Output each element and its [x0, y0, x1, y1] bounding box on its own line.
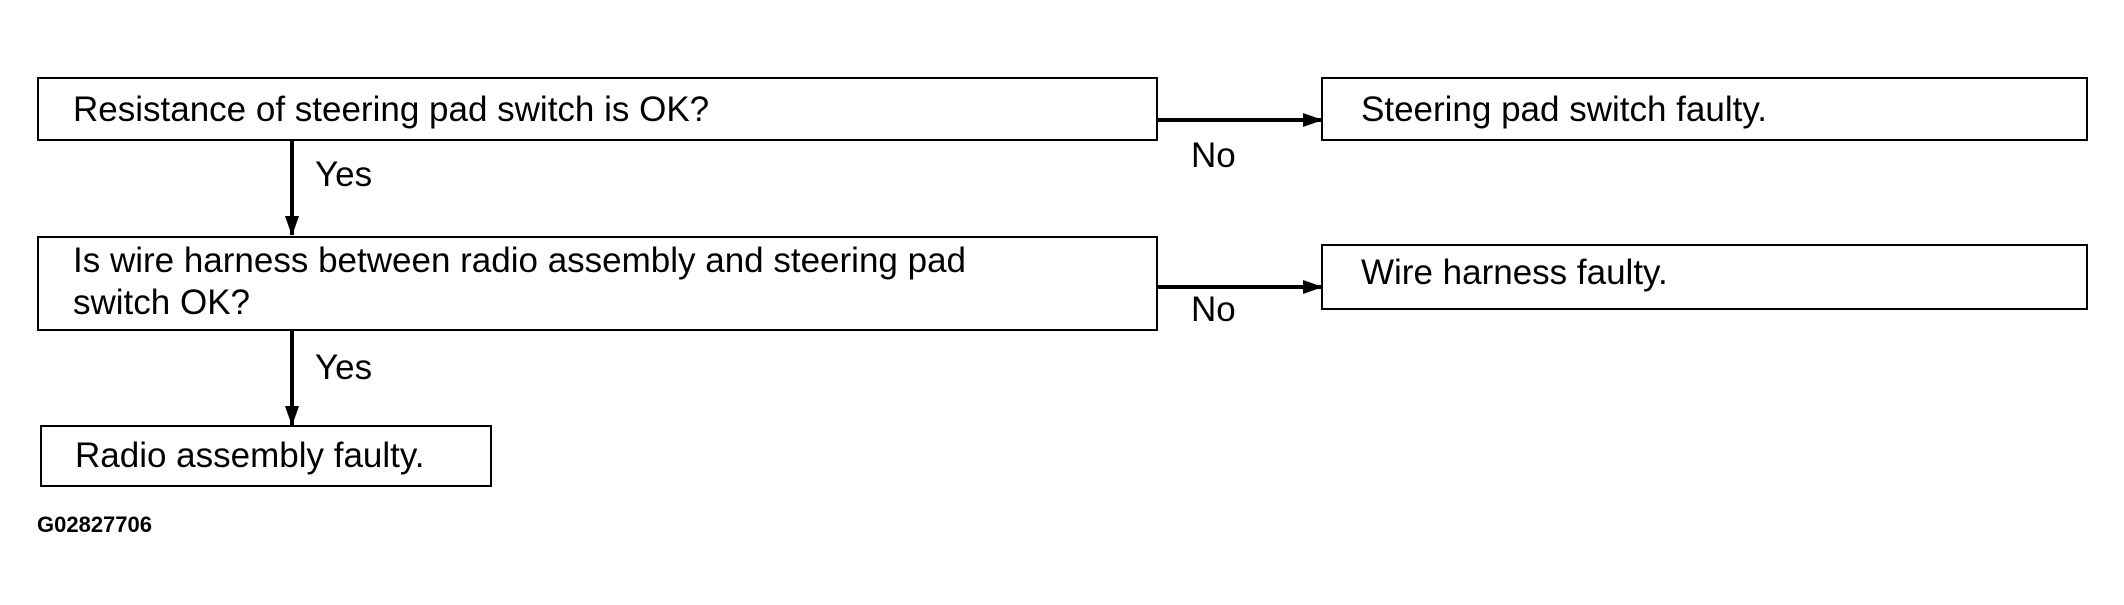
figure-code: G02827706 — [37, 512, 152, 537]
node-q1-text: Resistance of steering pad switch is OK? — [73, 90, 710, 129]
edge-q2-no-label: No — [1191, 290, 1236, 329]
edge-q1-yes-label: Yes — [315, 155, 373, 194]
node-q2-text: Is wire harness between radio assembly a… — [73, 241, 966, 322]
edge-q2-yes-label: Yes — [315, 348, 373, 387]
node-q2-box: Is wire harness between radio assembly a… — [37, 236, 1158, 331]
edge-q1-no-label: No — [1191, 136, 1236, 175]
node-r3-text: Radio assembly faulty. — [75, 436, 425, 475]
node-r2-text: Wire harness faulty. — [1361, 253, 1668, 292]
node-r1-text: Steering pad switch faulty. — [1361, 90, 1767, 129]
node-q1-box: Resistance of steering pad switch is OK? — [37, 77, 1158, 141]
node-r2-box: Wire harness faulty. — [1321, 244, 2088, 310]
node-r1-box: Steering pad switch faulty. — [1321, 77, 2088, 141]
node-r3-box: Radio assembly faulty. — [40, 425, 492, 487]
